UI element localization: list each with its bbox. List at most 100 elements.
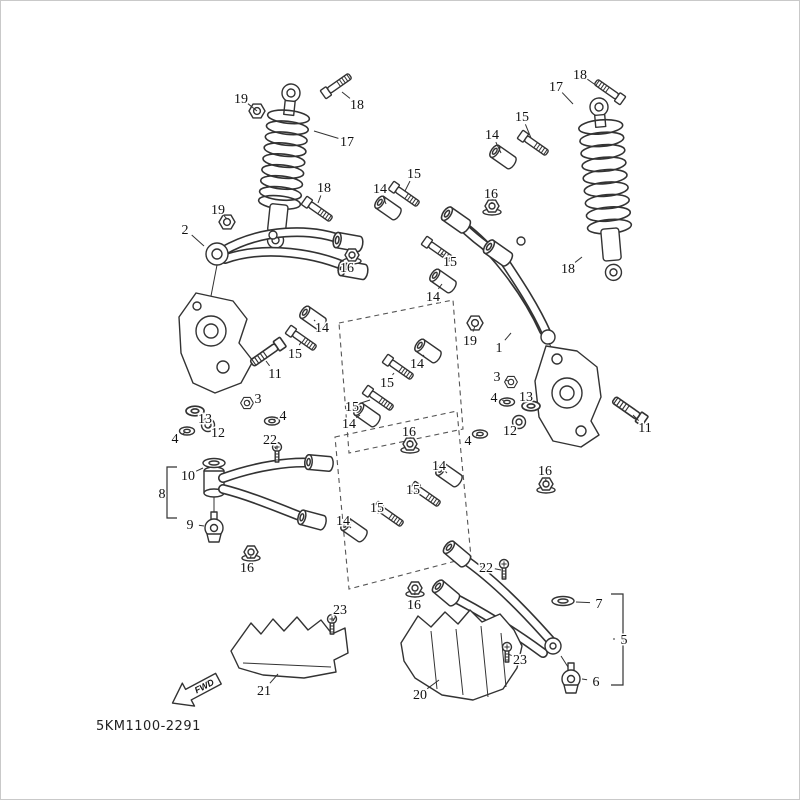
part-callout-14: 14 [373, 182, 387, 197]
part-callout-7: 7 [596, 597, 603, 612]
leader-line-14 [349, 526, 352, 529]
washer-icon [471, 429, 489, 439]
leader-line-17 [313, 130, 339, 139]
part-callout-15: 15 [515, 110, 529, 125]
part-callout-17: 17 [549, 80, 563, 95]
leader-line-14 [422, 354, 425, 357]
bolt-icon [516, 129, 551, 158]
part-callout-3: 3 [494, 370, 501, 385]
leader-line-14 [495, 141, 502, 154]
part-callout-13: 13 [198, 412, 212, 427]
leader-line-4 [182, 431, 187, 435]
part-callout-8: 8 [159, 487, 166, 502]
part-callout-16: 16 [538, 464, 552, 479]
leader-line-10 [195, 467, 204, 472]
lower-control-arm-left [203, 457, 319, 524]
part-callout-18: 18 [573, 68, 587, 83]
nut-icon [466, 315, 484, 331]
leader-line-3 [247, 400, 250, 403]
leader-line-23 [507, 653, 512, 656]
leader-line-18 [587, 78, 598, 87]
part-callout-6: 6 [593, 675, 600, 690]
part-callout-14: 14 [426, 290, 440, 305]
part-callout-16: 16 [407, 598, 421, 613]
part-callout-18: 18 [317, 181, 331, 196]
bushing-icon [372, 193, 404, 223]
bushing-icon [295, 508, 329, 532]
leader-line-15 [440, 252, 444, 256]
part-callout-15: 15 [407, 167, 421, 182]
steering-knuckle-left [178, 292, 254, 394]
leader-line-21 [269, 673, 279, 684]
leader-line-3 [504, 379, 509, 382]
drawing-code: 5KM1100-2291 [96, 719, 201, 734]
balljoint-icon [204, 511, 224, 543]
upper-control-arm-right [454, 218, 556, 352]
leader-line-11 [265, 360, 271, 367]
coil-spring-right [578, 118, 633, 235]
washer-icon [178, 426, 196, 436]
part-callout-1: 1 [496, 341, 503, 356]
part-callout-14: 14 [432, 459, 446, 474]
leader-line-14 [382, 196, 387, 205]
part-callout-23: 23 [333, 603, 347, 618]
leader-line-15 [524, 124, 532, 139]
coil-spring-left [257, 109, 311, 211]
part-callout-22: 22 [479, 561, 493, 576]
leader-line-13 [196, 411, 199, 414]
leader-line-12 [208, 425, 211, 428]
part-callout-15: 15 [380, 376, 394, 391]
part-callout-4: 4 [172, 432, 179, 447]
part-callout-11: 11 [268, 367, 281, 382]
nut-icon [240, 396, 254, 410]
part-callout-12: 12 [503, 424, 517, 439]
part-callout-14: 14 [410, 357, 424, 372]
leader-line-12 [516, 422, 518, 424]
part-callout-10: 10 [181, 469, 195, 484]
leader-line-19 [472, 325, 476, 332]
fwd-arrow: FWD [171, 672, 222, 707]
nut-icon [504, 375, 518, 389]
part-callout-19: 19 [463, 334, 477, 349]
leader-line-16 [249, 555, 252, 559]
part-callout-9: 9 [187, 518, 194, 533]
leader-line-18 [574, 256, 583, 263]
part-callout-23: 23 [513, 653, 527, 668]
part-callout-14: 14 [485, 128, 499, 143]
leader-line-2 [191, 234, 205, 247]
leader-line-4 [272, 418, 276, 421]
leader-line-14 [445, 471, 448, 474]
part-callout-15: 15 [406, 483, 420, 498]
screw-icon [498, 558, 510, 580]
part-callout-13: 13 [519, 390, 533, 405]
dashed-group-box-upper [338, 299, 464, 454]
leader-line-23 [332, 616, 336, 622]
leader-line-7 [575, 601, 591, 604]
leader-line-15 [404, 180, 411, 192]
leader-line-19 [223, 215, 228, 220]
leader-line-11 [632, 414, 639, 421]
leader-line-9 [198, 524, 205, 527]
bolt-icon [319, 71, 354, 100]
leader-line-16 [350, 257, 353, 260]
leader-line-15 [360, 399, 371, 404]
seal-icon [551, 595, 575, 607]
leader-line-15 [298, 341, 302, 346]
bushing-icon [303, 453, 335, 473]
bolt-icon [300, 195, 335, 224]
leader-line-14 [313, 319, 316, 322]
part-callout-18: 18 [350, 98, 364, 113]
part-callout-11: 11 [638, 421, 651, 436]
leader-line-4 [475, 434, 479, 437]
part-callout-4: 4 [465, 434, 472, 449]
part-callout-12: 12 [211, 426, 225, 441]
part-callout-20: 20 [413, 688, 427, 703]
leader-line-17 [561, 92, 574, 105]
part-callout-4: 4 [491, 391, 498, 406]
leader-line-4 [502, 399, 505, 402]
leader-line-1 [504, 332, 512, 341]
leader-line-22 [274, 446, 277, 450]
seal-icon [202, 457, 226, 469]
